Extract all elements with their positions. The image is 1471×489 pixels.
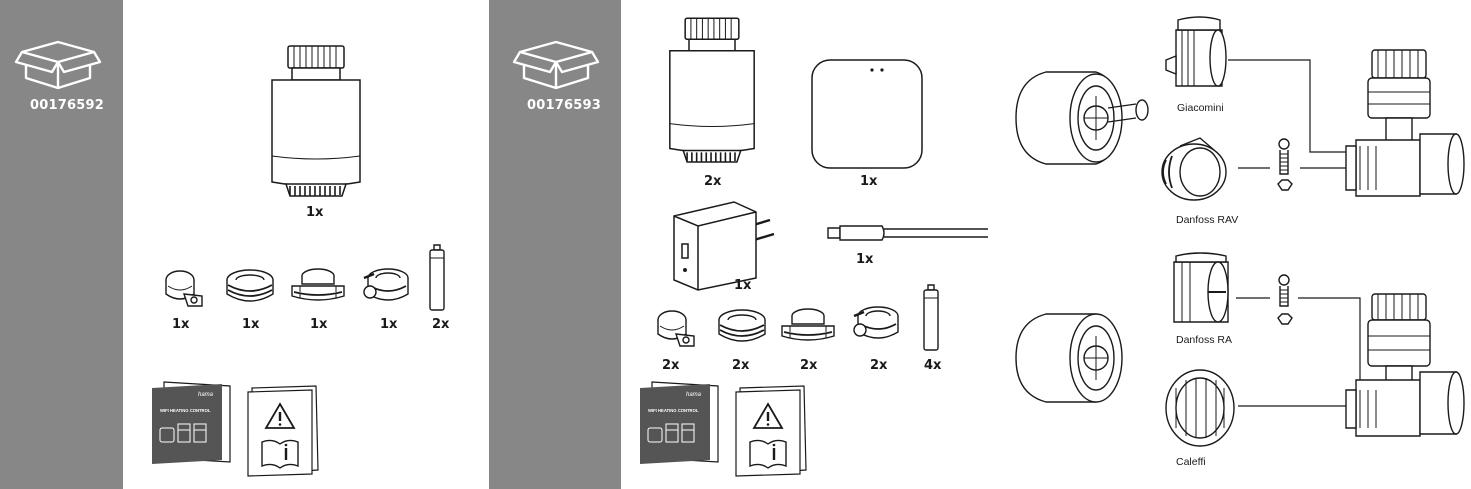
power-adapter-qty: 1x: [734, 278, 752, 293]
safety-instructions-booklet: [734, 384, 808, 476]
box-icon: [14, 38, 102, 90]
adapter-icon: [780, 304, 836, 350]
quick-guide-booklet: hama WIFI HEATING CONTROL: [152, 380, 232, 464]
thermostat-illustration: [666, 14, 758, 170]
adapter-icon: [224, 266, 276, 310]
thermostat-illustration: [268, 44, 364, 202]
valve-label-giacomini: Giacomini: [1177, 102, 1224, 114]
adapter-qty: 2x: [800, 358, 818, 373]
article-number: 00176593: [527, 98, 601, 113]
adapter-qty: 1x: [172, 317, 190, 332]
valve-label-danfoss-rav: Danfoss RAV: [1176, 214, 1239, 226]
manual-brand: hama: [198, 392, 214, 398]
adapter-icon: [158, 266, 206, 312]
adapter-qty: 2x: [662, 358, 680, 373]
adapter-qty: 2x: [870, 358, 888, 373]
adapter-icon: [716, 306, 768, 350]
battery-icon: [428, 244, 446, 312]
valve-label-caleffi: Caleffi: [1176, 456, 1206, 468]
power-adapter-illustration: [672, 196, 778, 292]
adapter-icon: [848, 302, 902, 348]
adapter-icon: [650, 306, 698, 352]
safety-instructions-booklet: [246, 384, 320, 476]
battery-icon: [922, 284, 940, 352]
adapter-qty: 2x: [732, 358, 750, 373]
adapter-qty: 1x: [310, 317, 328, 332]
manual-title: WIFI HEATING CONTROL: [648, 408, 699, 413]
box-icon: [512, 38, 600, 90]
thermostat-qty: 2x: [704, 174, 722, 189]
gateway-qty: 1x: [860, 174, 878, 189]
adapter-qty: 1x: [380, 317, 398, 332]
quick-guide-booklet: hama WIFI HEATING CONTROL: [640, 380, 720, 464]
battery-qty: 2x: [432, 317, 450, 332]
cable-qty: 1x: [856, 252, 874, 267]
gateway-illustration: [810, 58, 924, 170]
article-number: 00176592: [30, 98, 104, 113]
manual-brand: hama: [686, 392, 702, 398]
adapter-icon: [290, 264, 346, 310]
usb-cable-illustration: [826, 218, 988, 248]
left-band: [0, 0, 123, 489]
valve-compatibility-diagram: [1000, 0, 1471, 489]
manual-title: WIFI HEATING CONTROL: [160, 408, 211, 413]
battery-qty: 4x: [924, 358, 942, 373]
thermostat-qty: 1x: [306, 205, 324, 220]
adapter-icon: [358, 264, 412, 310]
valve-label-danfoss-ra: Danfoss RA: [1176, 334, 1233, 346]
adapter-qty: 1x: [242, 317, 260, 332]
